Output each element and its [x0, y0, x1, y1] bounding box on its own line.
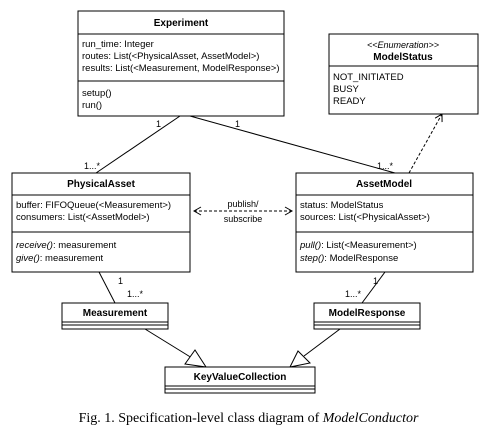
caption-prefix: Fig. 1. Specification-level class diagra… [78, 411, 323, 426]
publish-subscribe-label-line1: publish/ [227, 199, 259, 209]
enum-value: BUSY [333, 84, 360, 95]
generalization-measurement-line [144, 328, 193, 359]
class-name: ModelStatus [373, 52, 433, 63]
class-measurement: Measurement [61, 302, 169, 330]
figure-caption: Fig. 1. Specification-level class diagra… [0, 411, 497, 427]
operation-return: : ModelResponse [324, 253, 398, 264]
operation-return: : measurement [40, 253, 104, 264]
attribute: routes: List(<PhysicalAsset, AssetModel>… [82, 51, 259, 62]
attribute: results: List(<Measurement, ModelRespons… [82, 63, 279, 74]
operation-name: pull() [299, 240, 321, 251]
generalization-modelresponse-arrowhead [289, 350, 312, 368]
attribute: status: ModelStatus [300, 200, 384, 211]
operation-name: step() [300, 253, 324, 264]
operation-name: receive() [16, 240, 53, 251]
operation-return: : List(<Measurement>) [321, 240, 417, 251]
enum-value: NOT_INITIATED [333, 72, 404, 83]
assoc-assetmodel-modelresponse [361, 271, 386, 304]
generalization-measurement-arrowhead [184, 349, 208, 368]
mult-exp-am-near: 1 [235, 119, 240, 129]
class-name: PhysicalAsset [67, 179, 135, 190]
operation-name: give() [16, 253, 40, 264]
operation: step(): ModelResponse [300, 253, 398, 264]
mult-am-resp-far: 1...* [345, 289, 362, 299]
operation-return: : measurement [53, 240, 117, 251]
caption-system-name: ModelConductor [322, 411, 419, 426]
operation: receive(): measurement [16, 240, 117, 251]
publish-subscribe-label-line2: subscribe [224, 214, 263, 224]
assoc-experiment-physicalasset [95, 115, 181, 174]
mult-am-resp-near: 1 [373, 276, 378, 286]
mult-pa-meas-far: 1...* [127, 289, 144, 299]
attribute: consumers: List(<AssetModel>) [16, 212, 150, 223]
operation: setup() [82, 88, 112, 99]
attribute: buffer: FIFOQueue(<Measurement>) [16, 200, 171, 211]
class-assetmodel: AssetModel status: ModelStatus sources: … [295, 172, 474, 273]
mult-pa-meas-near: 1 [118, 276, 123, 286]
mult-exp-pa-near: 1 [156, 119, 161, 129]
class-name: KeyValueCollection [194, 372, 287, 383]
enum-modelstatus: <<Enumeration>> ModelStatus NOT_INITIATE… [328, 33, 479, 115]
class-modelresponse: ModelResponse [313, 302, 421, 330]
enum-value: READY [333, 96, 366, 107]
assoc-experiment-assetmodel [189, 115, 396, 174]
generalization-modelresponse-line [303, 328, 341, 357]
class-physicalasset: PhysicalAsset buffer: FIFOQueue(<Measure… [11, 172, 191, 273]
mult-exp-am-far: 1...* [377, 161, 394, 171]
class-keyvaluecollection: KeyValueCollection [164, 366, 316, 394]
class-name: AssetModel [356, 179, 412, 190]
mult-exp-pa-far: 1...* [84, 161, 101, 171]
class-name: ModelResponse [329, 308, 406, 319]
operation: run() [82, 100, 102, 111]
assoc-physicalasset-measurement [98, 271, 116, 304]
class-experiment: Experiment run_time: Integer routes: Lis… [77, 10, 285, 117]
class-name: Measurement [83, 308, 148, 319]
attribute: run_time: Integer [82, 39, 154, 50]
operation: pull(): List(<Measurement>) [299, 240, 417, 251]
operation: give(): measurement [16, 253, 103, 264]
dependency-assetmodel-modelstatus [408, 113, 443, 174]
class-name: Experiment [154, 18, 209, 29]
attribute: sources: List(<PhysicalAsset>) [300, 212, 430, 223]
stereotype-label: <<Enumeration>> [367, 40, 439, 50]
